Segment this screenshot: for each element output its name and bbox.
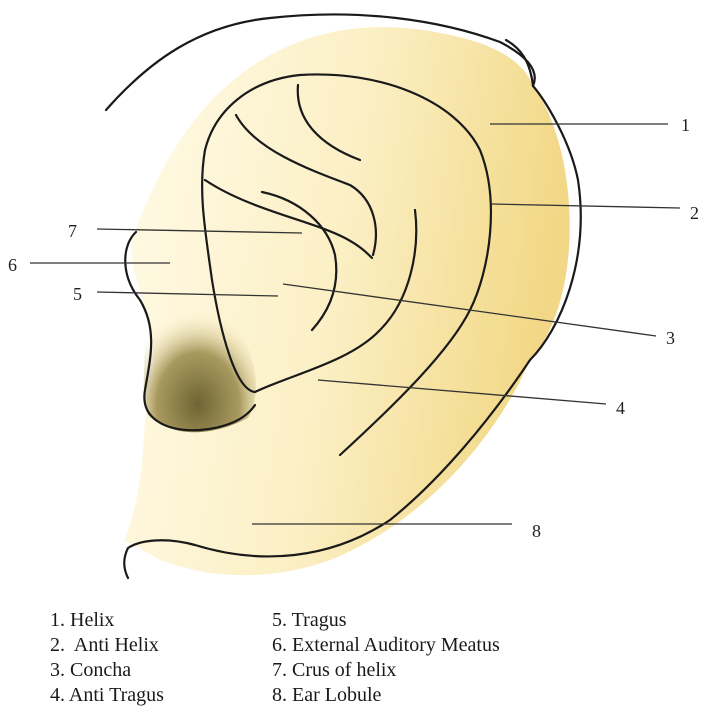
legend-item-anti-helix: 2. Anti Helix: [50, 633, 164, 658]
marker-8: 8: [532, 521, 541, 541]
legend-item-anti-tragus: 4. Anti Tragus: [50, 683, 164, 708]
marker-7: 7: [68, 221, 77, 241]
legend-item-ear-lobule: 8. Ear Lobule: [272, 683, 500, 708]
legend-item-crus-of-helix: 7. Crus of helix: [272, 658, 500, 683]
marker-6: 6: [8, 255, 17, 275]
legend-column-right: 5. Tragus 6. External Auditory Meatus 7.…: [272, 608, 500, 708]
legend-column-left: 1. Helix 2. Anti Helix 3. Concha 4. Anti…: [50, 608, 164, 708]
marker-3: 3: [666, 328, 675, 348]
ear-diagram: 1 2 3 4 5 6 7 8: [0, 0, 708, 600]
marker-2: 2: [690, 203, 699, 223]
marker-4: 4: [616, 398, 625, 418]
legend-item-concha: 3. Concha: [50, 658, 164, 683]
legend: 1. Helix 2. Anti Helix 3. Concha 4. Anti…: [0, 608, 708, 722]
legend-item-external-auditory-meatus: 6. External Auditory Meatus: [272, 633, 500, 658]
marker-1: 1: [681, 115, 690, 135]
legend-item-tragus: 5. Tragus: [272, 608, 500, 633]
legend-item-helix: 1. Helix: [50, 608, 164, 633]
marker-5: 5: [73, 284, 82, 304]
